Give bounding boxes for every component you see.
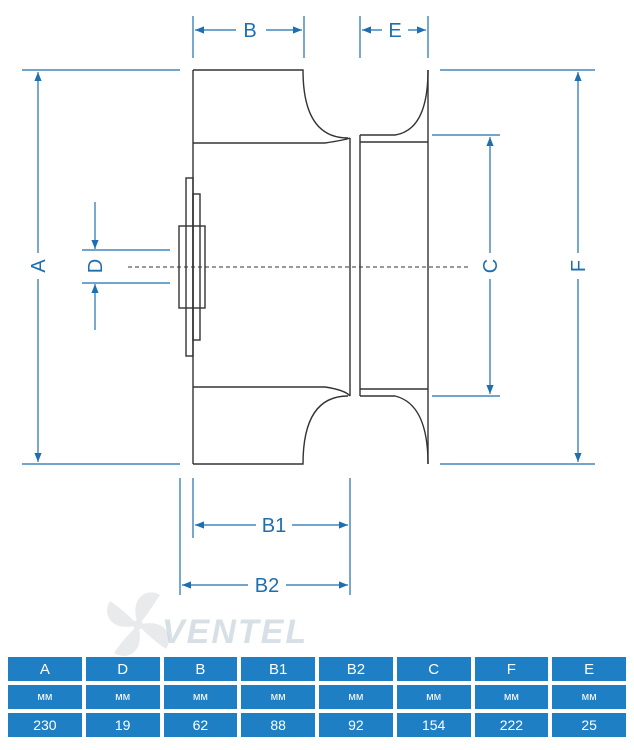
- fan-blades-icon: [107, 592, 169, 656]
- value-cell: 230: [8, 713, 82, 737]
- label-backgrounds: [28, 18, 588, 597]
- fan-outline: [178, 69, 429, 465]
- value-cell: 154: [396, 713, 471, 737]
- unit-cell: мм: [396, 685, 471, 709]
- label-a: A: [28, 259, 50, 273]
- label-b1: B1: [262, 515, 286, 537]
- header-cell: E: [552, 657, 626, 681]
- value-cell: 19: [85, 713, 160, 737]
- ventel-watermark-logo: VENTEL: [107, 592, 308, 656]
- unit-cell: мм: [474, 685, 549, 709]
- unit-cell: мм: [85, 685, 160, 709]
- table-header-row: A D B B1 B2 C F E: [8, 657, 626, 681]
- header-cell: D: [85, 657, 160, 681]
- label-f: F: [568, 260, 590, 272]
- header-cell: A: [8, 657, 82, 681]
- unit-cell: мм: [8, 685, 82, 709]
- label-b2: B2: [255, 575, 279, 597]
- value-cell: 25: [552, 713, 626, 737]
- unit-cell: мм: [163, 685, 238, 709]
- header-cell: B2: [319, 657, 393, 681]
- value-cell: 222: [474, 713, 549, 737]
- table-value-row: 230 19 62 88 92 154 222 25: [8, 713, 626, 737]
- header-cell: B: [163, 657, 238, 681]
- dimension-lines: [22, 16, 595, 595]
- label-e: E: [388, 20, 401, 42]
- fan-dimension-drawing: A D B E C F B1 B2: [22, 16, 595, 597]
- watermark-brand-text: VENTEL: [162, 613, 308, 651]
- label-c: C: [480, 259, 502, 273]
- header-cell: F: [474, 657, 549, 681]
- value-cell: 62: [163, 713, 238, 737]
- table-unit-row: мм мм мм мм мм мм мм мм: [8, 685, 626, 709]
- label-b: B: [243, 20, 256, 42]
- unit-cell: мм: [552, 685, 626, 709]
- unit-cell: мм: [241, 685, 315, 709]
- value-cell: 92: [319, 713, 393, 737]
- label-d: D: [85, 259, 107, 273]
- header-cell: B1: [241, 657, 315, 681]
- header-cell: C: [396, 657, 471, 681]
- dimension-spec-table: A D B B1 B2 C F E мм мм мм мм мм мм мм м…: [8, 657, 626, 741]
- dimension-text: A D B E C F B1 B2: [28, 20, 590, 597]
- value-cell: 88: [241, 713, 315, 737]
- unit-cell: мм: [319, 685, 393, 709]
